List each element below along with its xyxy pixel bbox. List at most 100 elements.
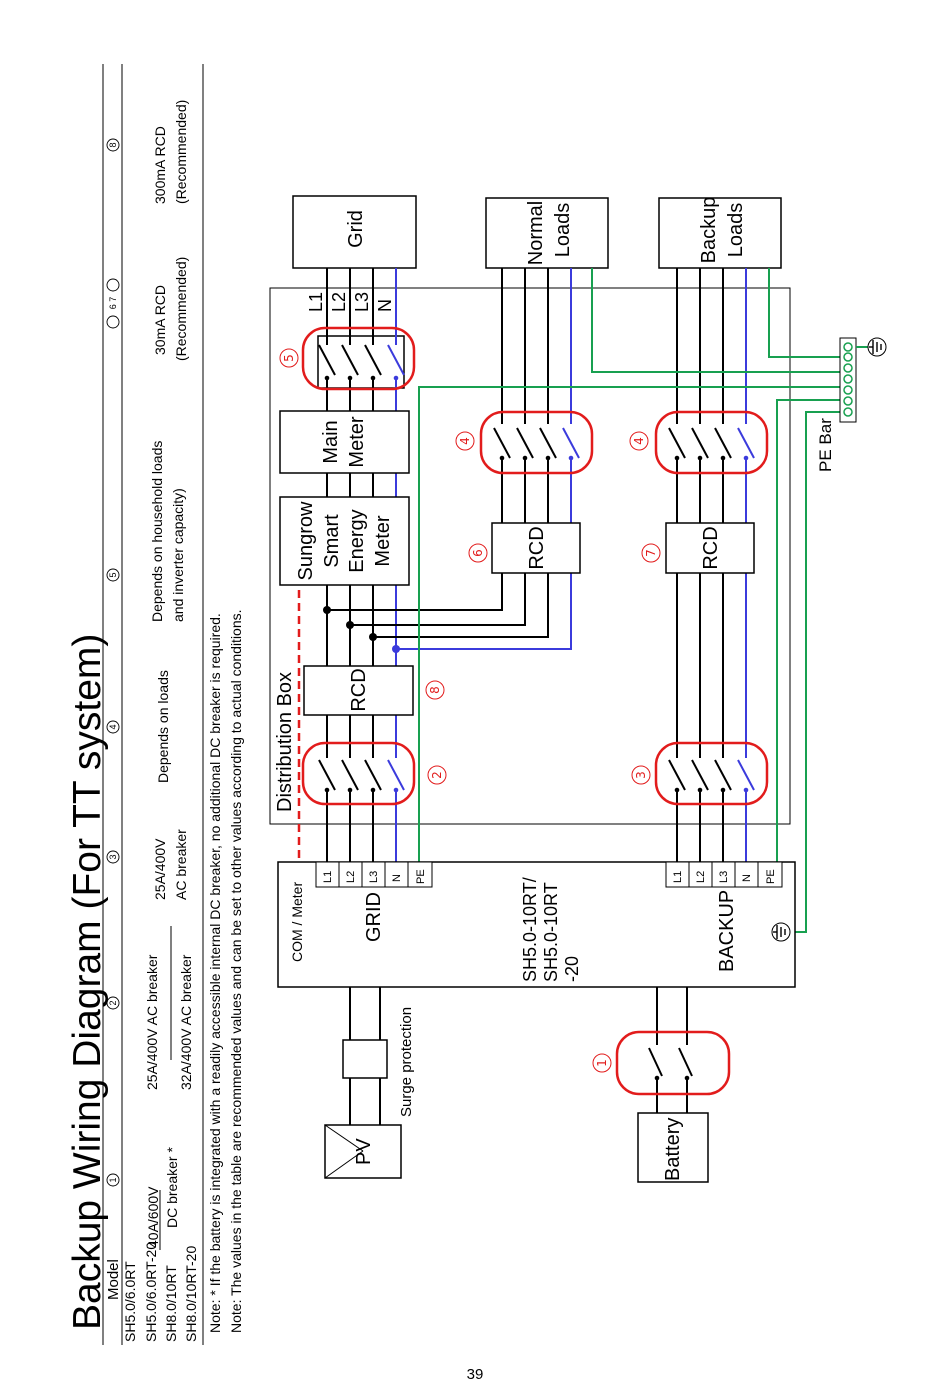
marker-7: 7 <box>641 543 661 563</box>
column-number-3: 3 <box>106 850 120 864</box>
svg-text:PE: PE <box>765 869 777 884</box>
svg-text:L1: L1 <box>672 871 684 883</box>
pv-label: PV <box>353 1138 375 1165</box>
model-sh5-6rt-20: SH5.0/6.0RT-20 <box>143 1242 159 1342</box>
model-header: Model <box>105 1259 122 1300</box>
smart-meter-line3: Energy <box>346 509 368 572</box>
battery-wires <box>656 987 688 1113</box>
svg-text:7: 7 <box>644 549 658 557</box>
svg-text:4: 4 <box>108 724 118 729</box>
pv-panel-icon <box>324 1124 402 1179</box>
inverter-model-line3: -20 <box>562 956 582 982</box>
note-2: Note: The values in the table are recomm… <box>228 609 244 1333</box>
inverter-model-line2: SH5.0-10RT <box>541 882 561 982</box>
pe-bar-ground-icon <box>867 337 887 357</box>
column-number-2: 2 <box>106 996 120 1010</box>
svg-text:N: N <box>391 874 403 882</box>
page-title: Backup Wiring Diagram (For TT system) <box>66 634 109 1330</box>
column-number-5: 5 <box>106 568 120 582</box>
col3-label: AC breaker <box>173 829 189 900</box>
backup-loads-box <box>658 197 782 269</box>
svg-text:6: 6 <box>471 549 485 557</box>
col67-line1: 30mA RCD <box>152 285 168 355</box>
breaker-group-4-backup <box>654 410 769 475</box>
col3-value: 25A/400V <box>152 838 168 900</box>
main-meter-line1: Main <box>320 420 342 463</box>
svg-text:L2: L2 <box>345 871 357 883</box>
marker-3: 3 <box>631 765 651 785</box>
svg-text:PE: PE <box>415 869 427 884</box>
breaker-group-4-normal <box>479 410 594 475</box>
spec-table <box>102 64 204 1345</box>
inverter-backup-label: BACKUP <box>716 890 738 972</box>
column-number-8: 8 <box>106 138 120 152</box>
backup-loads-line2: Loads <box>725 203 747 258</box>
com-meter-label: COM / Meter <box>289 882 305 962</box>
col1-value: 40A/600V <box>145 1186 161 1248</box>
svg-text:1: 1 <box>108 1177 118 1182</box>
svg-text:1: 1 <box>595 1059 609 1067</box>
grid-label: Grid <box>345 210 367 248</box>
rcd-8-label: RCD <box>348 668 370 711</box>
col2-row2: 32A/400V AC breaker <box>178 954 194 1090</box>
pe-bar <box>839 337 868 423</box>
pe-bar-label: PE Bar <box>816 418 835 472</box>
column-number-6-7: 6 7 <box>106 278 120 329</box>
marker-4-normal: 4 <box>455 431 475 451</box>
svg-text:4: 4 <box>632 437 646 445</box>
col5-line2: and inverter capacity) <box>170 488 186 622</box>
svg-text:2: 2 <box>108 1000 118 1005</box>
svg-text:L1: L1 <box>322 871 334 883</box>
smart-meter-line1: Sungrow <box>295 501 317 580</box>
earth-wires <box>418 268 848 933</box>
page-number: 39 <box>466 1366 484 1383</box>
smart-meter-line2: Smart <box>321 514 343 568</box>
inverter-grid-label: GRID <box>363 892 385 942</box>
svg-text:5: 5 <box>108 572 118 577</box>
breaker-group-2 <box>301 741 416 806</box>
surge-protection-box <box>342 1039 388 1079</box>
col2-row1: 25A/400V AC breaker <box>144 954 160 1090</box>
normal-loads-line2: Loads <box>552 203 574 258</box>
phase-label-n: N <box>375 299 395 312</box>
svg-text:L3: L3 <box>718 871 730 883</box>
col1-label: DC breaker * <box>164 1147 180 1228</box>
phase-label-l1: L1 <box>306 292 326 312</box>
inverter-model-line1: SH5.0-10RT/ <box>520 877 540 982</box>
rcd-8-box <box>303 665 414 716</box>
distribution-box <box>269 287 791 825</box>
phase-label-l2: L2 <box>329 292 349 312</box>
phase-label-l3: L3 <box>352 292 372 312</box>
rcd-6-label: RCD <box>526 526 548 569</box>
col8-line2: (Recommended) <box>173 100 189 204</box>
svg-text:4: 4 <box>458 437 472 445</box>
rcd-7-box <box>665 522 755 574</box>
svg-text:2: 2 <box>430 771 444 779</box>
svg-text:5: 5 <box>282 354 296 362</box>
normal-loads-line1: Normal <box>525 201 547 265</box>
svg-text:6 7: 6 7 <box>108 297 118 310</box>
svg-text:N: N <box>741 874 753 882</box>
grid-box <box>292 195 417 269</box>
svg-text:L3: L3 <box>368 871 380 883</box>
col8-line1: 300mA RCD <box>152 126 168 204</box>
main-meter-box <box>279 410 410 474</box>
battery-box <box>637 1112 709 1183</box>
col4-value: Depends on loads <box>155 670 171 783</box>
backup-terminal-block: L1 L2 L3 N PE <box>665 861 783 888</box>
svg-text:8: 8 <box>108 142 118 147</box>
breaker-group-3 <box>654 741 769 806</box>
column-number-1: 1 <box>106 1173 120 1187</box>
svg-text:L2: L2 <box>695 871 707 883</box>
note-1: Note: * If the battery is integrated wit… <box>207 613 223 1333</box>
inverter-ground-icon <box>771 922 791 942</box>
normal-loads-branch <box>323 268 572 653</box>
rcd-6-box <box>491 522 581 574</box>
column-number-4: 4 <box>106 720 120 734</box>
marker-1: 1 <box>592 1053 612 1073</box>
battery-label: Battery <box>662 1118 684 1181</box>
marker-5: 5 <box>279 348 299 368</box>
marker-2: 2 <box>427 765 447 785</box>
smart-meter-line4: Meter <box>372 515 394 566</box>
smart-meter-box <box>279 496 410 586</box>
